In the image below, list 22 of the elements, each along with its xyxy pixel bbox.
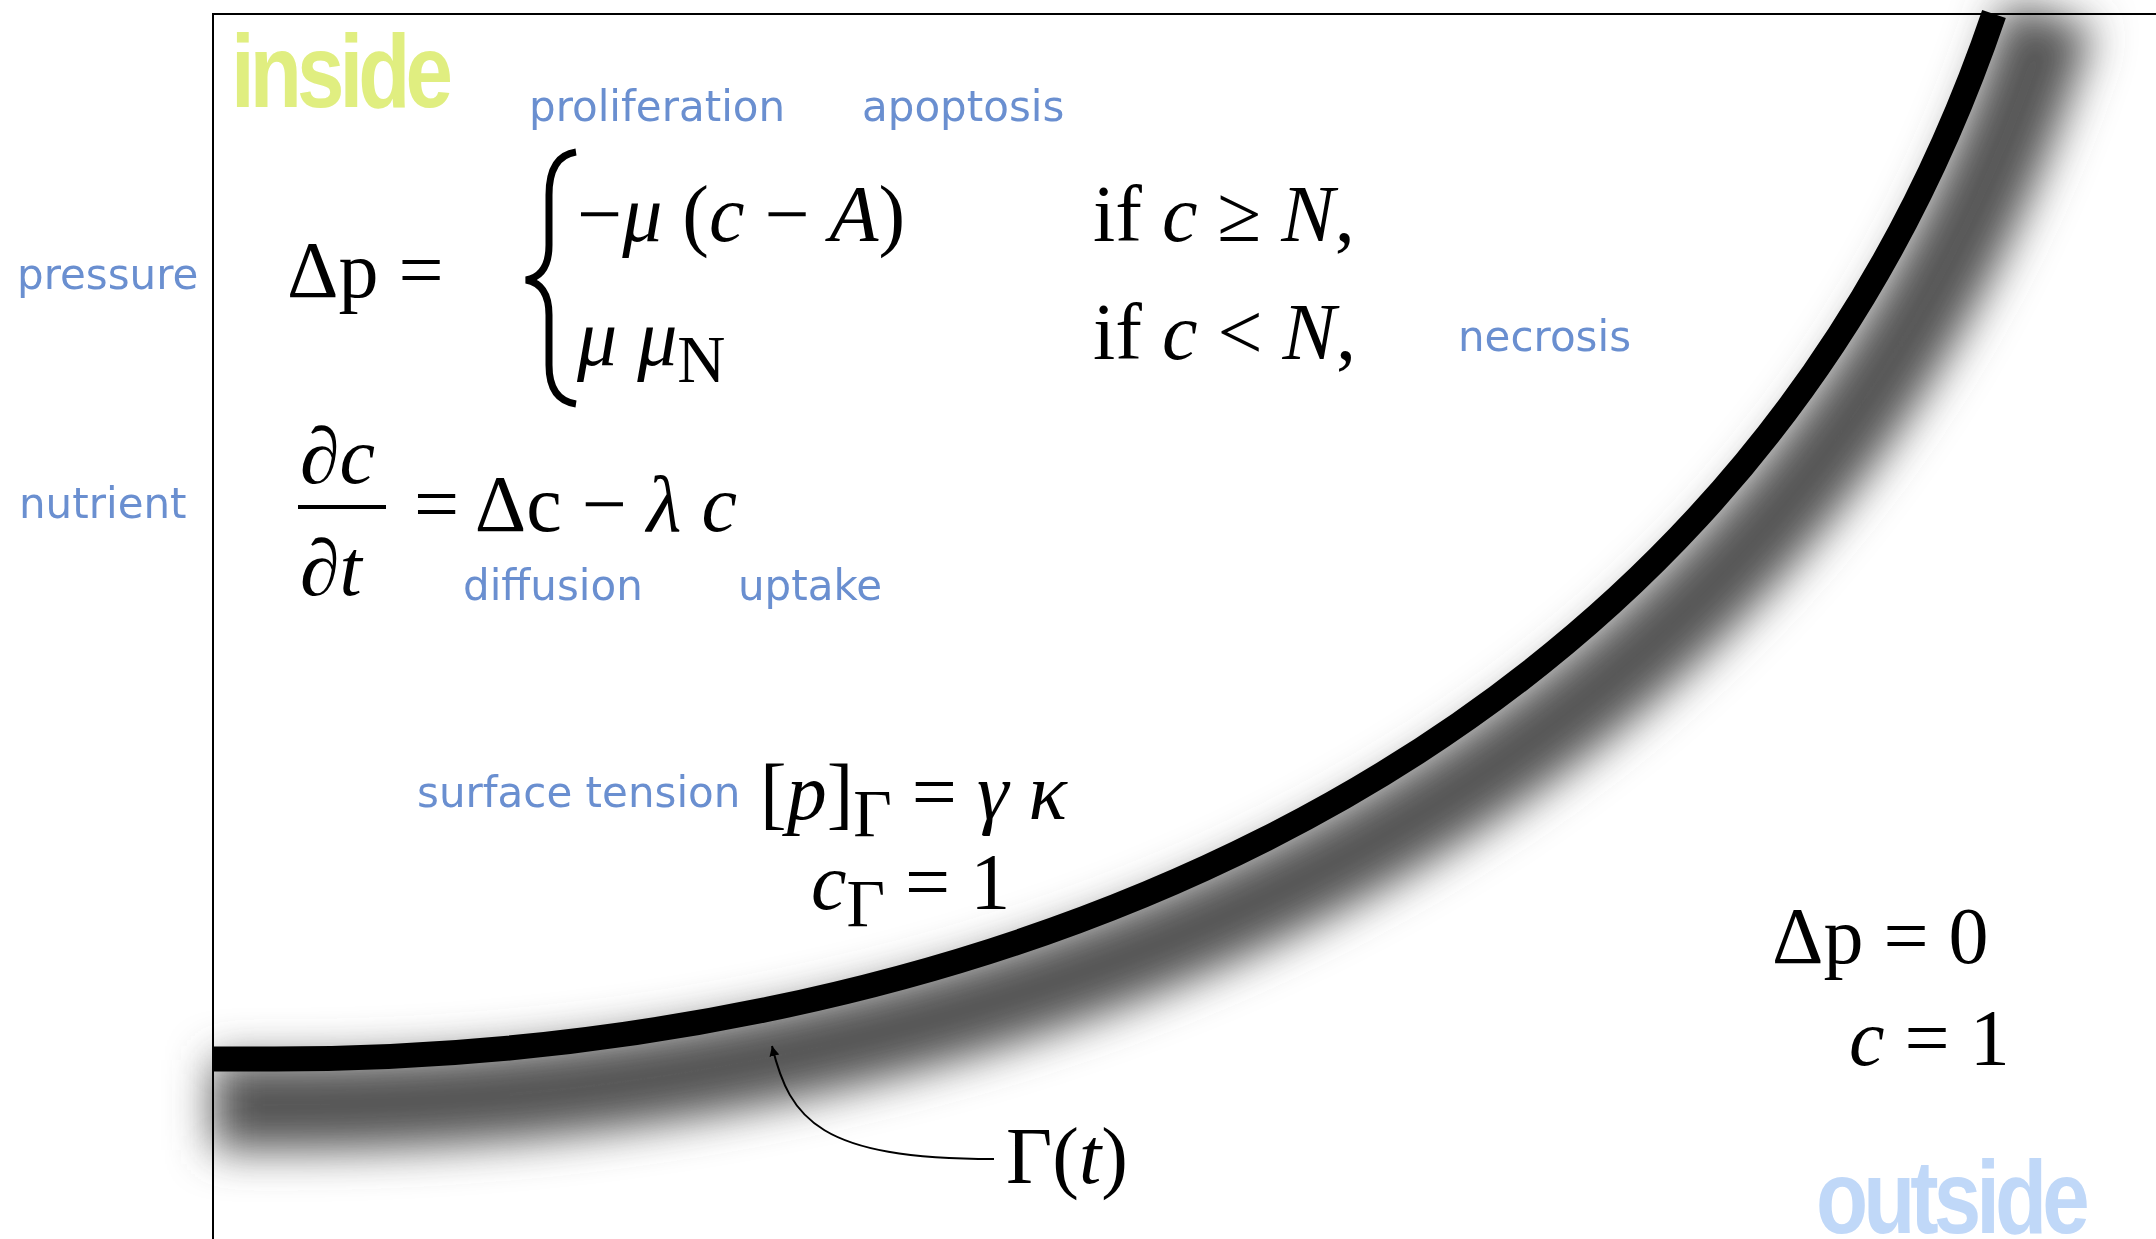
leader-line bbox=[769, 1045, 995, 1160]
term-annotation: proliferation bbox=[529, 84, 786, 131]
equation: Δp = bbox=[287, 226, 444, 314]
curve-label: Γ(t) bbox=[1006, 1112, 1128, 1200]
region-label: outside bbox=[1816, 1140, 2085, 1239]
equation: ∂c bbox=[300, 412, 376, 500]
equation: ∂t bbox=[300, 524, 362, 612]
region-label: inside bbox=[231, 14, 448, 129]
term-annotation: surface tension bbox=[417, 770, 741, 817]
term-annotation: diffusion bbox=[463, 563, 643, 610]
equation: = Δc − λ c bbox=[414, 460, 737, 548]
equation: c = 1 bbox=[1849, 994, 2010, 1082]
equation: −μ (c − A) bbox=[577, 170, 906, 258]
equation-annotation: pressure bbox=[17, 252, 199, 299]
equation: if c < N, bbox=[1093, 288, 1356, 376]
term-annotation: apoptosis bbox=[862, 84, 1065, 131]
term-annotation: necrosis bbox=[1458, 314, 1632, 361]
equation: if c ≥ N, bbox=[1093, 170, 1355, 258]
equation: Δp = 0 bbox=[1772, 892, 1989, 980]
equation-annotation: nutrient bbox=[19, 481, 187, 528]
term-annotation: uptake bbox=[738, 563, 883, 610]
equation: μ μ$_{N}$ bbox=[577, 294, 726, 397]
